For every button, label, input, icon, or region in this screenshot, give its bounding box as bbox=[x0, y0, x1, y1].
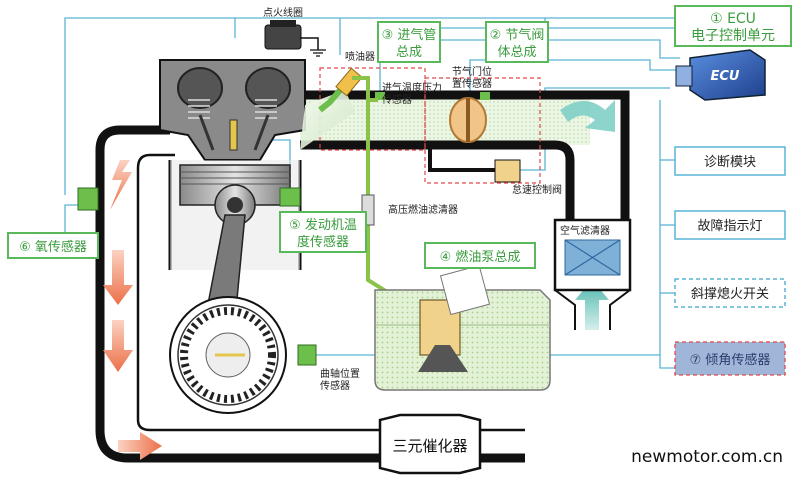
map-sensor-label-line2: 传感器 bbox=[382, 93, 412, 106]
injector bbox=[318, 67, 363, 113]
oxygen-sensor-icon bbox=[77, 187, 99, 211]
label-throttle-line2: 体总成 bbox=[497, 45, 536, 60]
fuel-filter-label: 高压燃油滤清器 bbox=[388, 203, 458, 216]
label-engine-temp-line2: 度传感器 bbox=[297, 234, 349, 250]
idle-valve-label: 怠速控制阀 bbox=[512, 183, 562, 196]
label-intake: ③ 进气管 总成 bbox=[377, 21, 441, 63]
label-tilt-sensor: ⑦ 倾角传感器 bbox=[674, 341, 786, 376]
label-intake-line1: ③ 进气管 bbox=[382, 27, 437, 43]
engine bbox=[159, 59, 355, 414]
exhaust-flow bbox=[103, 160, 162, 460]
flow-arrow-icon bbox=[575, 280, 609, 330]
small-labels: 点火线圈 喷油器 进气温度压力 传感器 节气门位 置传感器 怠速控制阀 空气滤清… bbox=[263, 6, 610, 392]
label-diagnostic-text: 诊断模块 bbox=[704, 155, 756, 170]
label-fuel-pump-text: ④ 燃油泵总成 bbox=[440, 249, 521, 265]
label-intake-line2: 总成 bbox=[396, 45, 422, 60]
label-tilt-sensor-text: ⑦ 倾角传感器 bbox=[690, 352, 771, 368]
label-ecu-line2: 电子控制单元 bbox=[691, 28, 775, 44]
fuel-system bbox=[352, 76, 551, 391]
label-fuel-pump: ④ 燃油泵总成 bbox=[424, 242, 536, 269]
catalyst: 三元催化器 bbox=[378, 413, 482, 475]
label-engine-temp: ⑤ 发动机温 度传感器 bbox=[279, 211, 367, 253]
flow-arrow-icon bbox=[103, 250, 133, 305]
label-oxygen-sensor: ⑥ 氧传感器 bbox=[7, 232, 99, 259]
ignition-coil-icon bbox=[264, 20, 326, 57]
air-filter bbox=[553, 218, 632, 330]
flow-arrow-icon bbox=[118, 432, 162, 460]
label-tilt-switch-text: 斜撑熄火开关 bbox=[691, 287, 769, 302]
engine-temp-sensor bbox=[279, 187, 301, 207]
map-sensor-label-line1: 进气温度压力 bbox=[382, 81, 442, 94]
ecu-chip-icon: ECU bbox=[675, 49, 766, 101]
flow-arrow-icon bbox=[560, 100, 615, 132]
label-engine-temp-line1: ⑤ 发动机温 bbox=[289, 217, 357, 233]
label-oxygen-sensor-text: ⑥ 氧传感器 bbox=[19, 239, 87, 255]
exhaust-pipes bbox=[95, 125, 525, 463]
flow-arrow-icon bbox=[103, 320, 133, 372]
label-throttle-line1: ② 节气阀 bbox=[490, 27, 545, 43]
label-ecu: ① ECU 电子控制单元 bbox=[674, 5, 792, 47]
ecu-chip-label: ECU bbox=[711, 69, 740, 84]
label-diagnostic: 诊断模块 bbox=[674, 146, 786, 176]
injector-label: 喷油器 bbox=[345, 50, 375, 63]
crank-sensor-icon bbox=[297, 344, 317, 366]
label-throttle: ② 节气阀 体总成 bbox=[485, 21, 549, 63]
flow-arrow-icon bbox=[110, 160, 132, 210]
label-tilt-switch: 斜撑熄火开关 bbox=[674, 278, 786, 308]
label-fault-lamp: 故障指示灯 bbox=[674, 210, 786, 240]
catalyst-label: 三元催化器 bbox=[392, 437, 467, 455]
crank-sensor-label-line1: 曲轴位置 bbox=[320, 367, 360, 380]
ignition-coil-label: 点火线圈 bbox=[263, 6, 303, 19]
tps-label-line2: 置传感器 bbox=[452, 77, 492, 90]
label-fault-lamp-text: 故障指示灯 bbox=[697, 219, 762, 234]
intake-air-flow bbox=[560, 100, 615, 330]
label-ecu-line1: ① ECU bbox=[710, 11, 756, 27]
watermark: newmotor.com.cn bbox=[631, 447, 783, 467]
air-filter-label: 空气滤清器 bbox=[560, 224, 610, 237]
crank-sensor-label-line2: 传感器 bbox=[320, 379, 350, 392]
tps-label-line1: 节气门位 bbox=[452, 65, 492, 78]
